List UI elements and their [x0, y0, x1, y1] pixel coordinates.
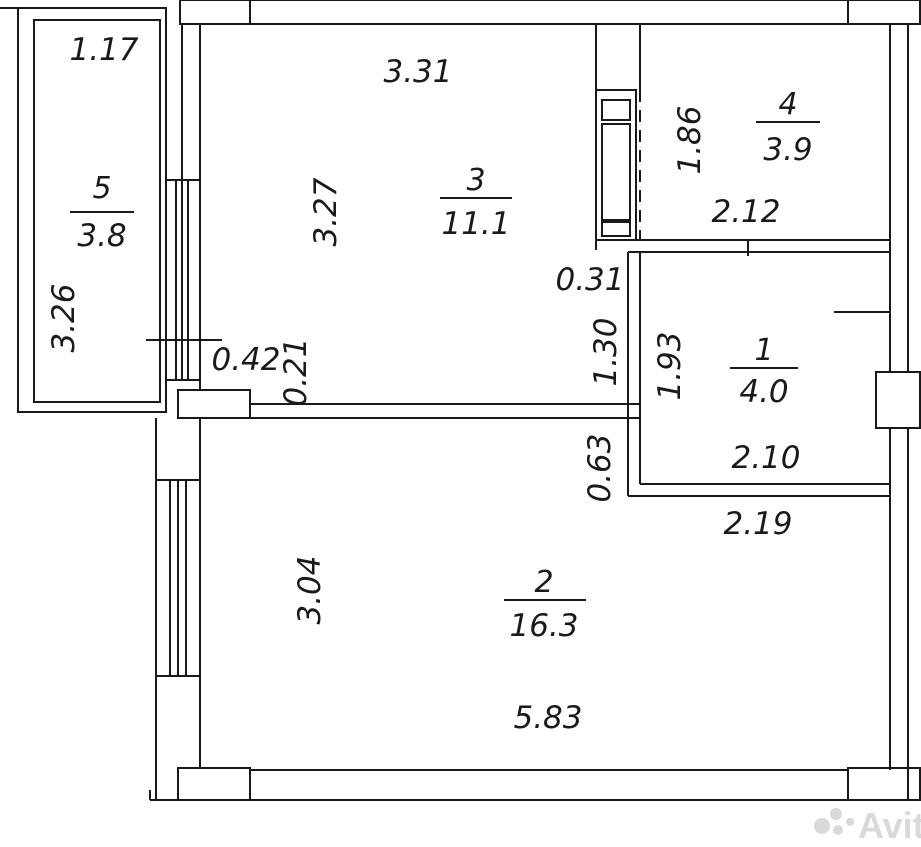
room-3-number: 3	[466, 163, 485, 198]
dim-0-42: 0.42	[211, 342, 280, 378]
right-wall-block	[875, 371, 921, 429]
room-1-label: 1 4.0	[730, 333, 798, 410]
top-wall-block-right	[847, 0, 921, 25]
dim-room1-width: 2.10	[731, 440, 800, 476]
room-4-label: 4 3.9	[756, 87, 820, 168]
dim-balcony-width: 1.17	[69, 32, 138, 68]
room-5-number: 5	[92, 171, 111, 206]
room-5-area: 3.8	[77, 218, 126, 254]
room-2-label: 2 16.3	[504, 565, 586, 644]
room-4-number: 4	[778, 87, 797, 122]
dim-1-30: 1.30	[588, 317, 624, 386]
room-4-area: 3.9	[763, 132, 812, 168]
room-2-area: 16.3	[509, 608, 578, 644]
ventilation-shaft	[595, 89, 637, 241]
walls	[0, 0, 921, 801]
dim-0-31: 0.31	[555, 262, 624, 298]
room-2-number: 2	[534, 565, 553, 600]
dim-room3-height: 3.27	[308, 177, 344, 246]
bottom-block-left	[177, 767, 251, 801]
balcony-inner-frame	[33, 19, 161, 403]
top-wall-block-left	[179, 0, 251, 25]
dim-2-19: 2.19	[723, 506, 792, 542]
dim-room2-height: 3.04	[292, 555, 328, 624]
avito-logo-icon	[814, 808, 854, 835]
bottom-block-right	[847, 767, 921, 801]
dim-room4-width: 2.12	[711, 194, 780, 230]
column-left	[177, 389, 251, 419]
room-3-area: 11.1	[441, 206, 510, 242]
dim-room2-width: 5.83	[513, 700, 582, 736]
dim-0-21: 0.21	[278, 337, 314, 406]
dim-room4-height: 1.86	[672, 105, 708, 174]
dimension-labels: 1.17 3.31 1.86 2.12 3.27 3.26 0.31 1.30 …	[46, 32, 801, 736]
dim-0-63: 0.63	[582, 433, 618, 502]
dim-room1-height: 1.93	[652, 331, 688, 400]
watermark-text: Avito	[858, 805, 921, 846]
window-left	[155, 479, 201, 677]
balcony-frame	[17, 7, 167, 413]
room-5-label: 5 3.8	[70, 171, 134, 254]
dim-balcony-height: 3.26	[46, 283, 82, 352]
avito-watermark: Avito	[814, 805, 921, 846]
room-3-label: 3 11.1	[440, 163, 512, 242]
window-balcony-door	[165, 179, 201, 381]
top-wall	[179, 0, 921, 25]
dim-room3-width: 3.31	[383, 54, 452, 90]
room-1-area: 4.0	[739, 374, 788, 410]
room-1-number: 1	[754, 333, 773, 368]
